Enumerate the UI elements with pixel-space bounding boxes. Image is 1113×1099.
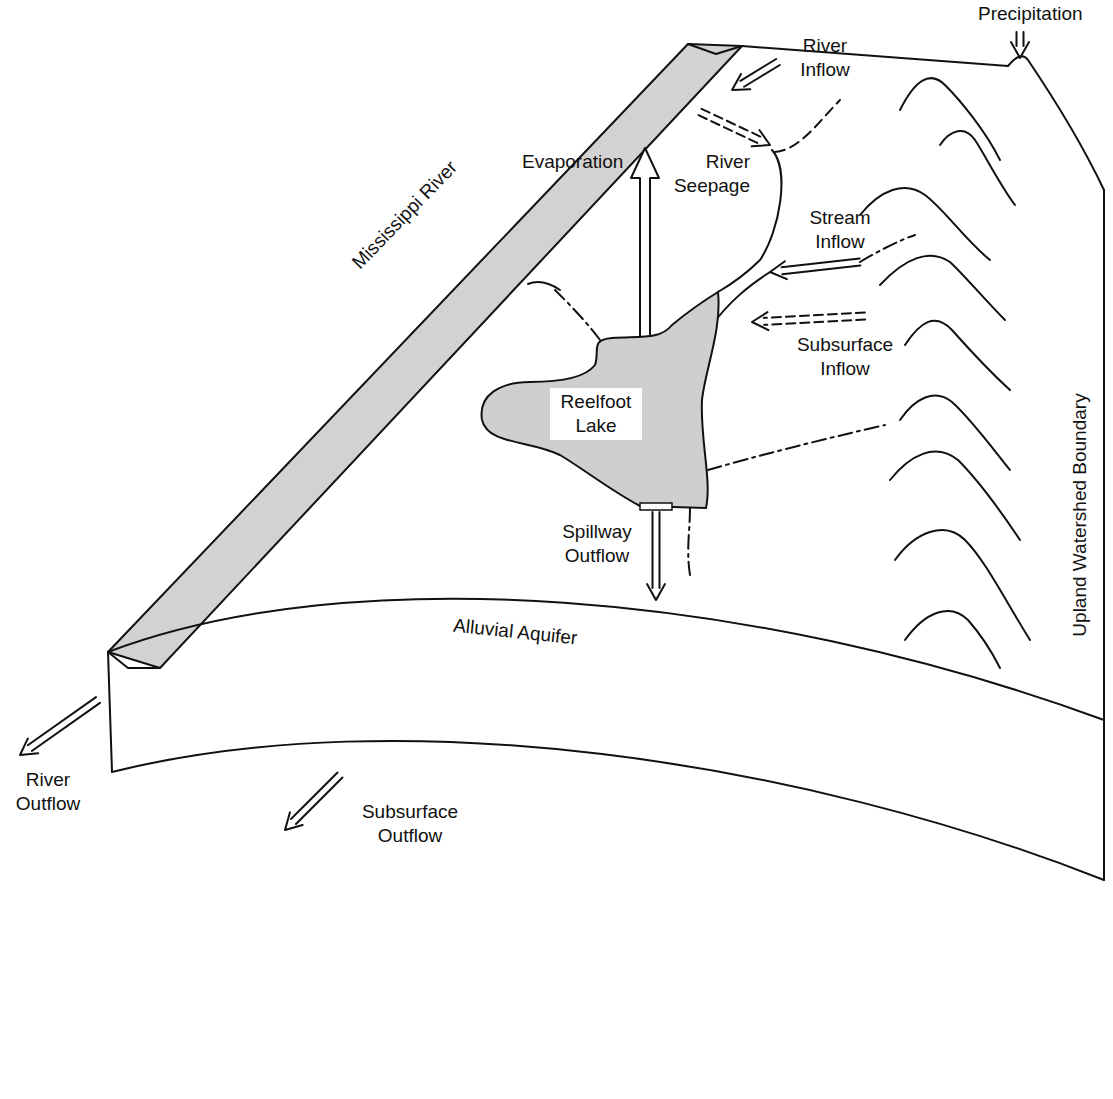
flow-label: Stream Inflow (800, 206, 880, 254)
flow-label: River Outflow (8, 768, 88, 816)
stream-line (860, 235, 915, 262)
flow-arrow-line (764, 313, 865, 318)
river-band (108, 44, 742, 668)
stream-line (555, 290, 600, 340)
stream-line (688, 508, 690, 575)
flow-arrow-line (764, 319, 865, 324)
ridge-line (890, 452, 1020, 540)
block-edge (108, 599, 1104, 720)
river-section (688, 44, 742, 54)
lake-shape: Reelfoot Lake (476, 288, 726, 514)
flow-arrow-line (659, 512, 661, 588)
flow-label: Evaporation (522, 150, 623, 174)
flow-arrow-line (652, 512, 654, 588)
ridge-line (900, 78, 1000, 160)
block-edge (742, 46, 1104, 190)
flow-label: Subsurface Inflow (790, 333, 900, 381)
flow-arrow-head (752, 312, 768, 330)
ridge-line (905, 611, 1000, 668)
river-section (108, 652, 160, 668)
flow-arrow-line (1023, 32, 1025, 46)
flow-label: Subsurface Outflow (355, 800, 465, 848)
lake-water (482, 292, 719, 508)
flow-arrow-line (701, 109, 760, 137)
flow-label: Spillway Outflow (552, 520, 642, 568)
flow-arrow-line (699, 115, 758, 143)
flow-label: River Seepage (652, 150, 750, 198)
block-edge (112, 741, 1104, 880)
block-edge (1103, 190, 1105, 880)
stream-line (708, 425, 885, 470)
ridge-line (940, 131, 1015, 205)
flow-arrow-line (32, 703, 100, 751)
flow-label: Precipitation (978, 2, 1083, 26)
stream-line (528, 282, 560, 290)
ridge-line (895, 530, 1030, 640)
flow-arrow-head (732, 74, 750, 90)
flow-label: Alluvial Aquifer (452, 614, 578, 651)
boundary-line (775, 100, 840, 152)
flow-arrow-line (782, 259, 860, 268)
flow-arrow-head (285, 812, 303, 830)
spillway (640, 503, 672, 510)
flow-arrow-line (1016, 32, 1018, 46)
flow-arrow-head (647, 584, 665, 600)
flow-arrow-line (740, 59, 776, 81)
flow-label: Upland Watershed Boundary (1068, 393, 1092, 636)
lake-name: Reelfoot Lake (550, 388, 642, 440)
ridge-line (905, 321, 1010, 390)
flow-arrow-head (752, 130, 770, 146)
ridge-line (880, 256, 1005, 320)
block-edge (108, 652, 112, 772)
flow-label: Mississippi River (347, 156, 463, 274)
flow-arrow-line (291, 773, 338, 820)
flow-arrow-head (1011, 42, 1029, 58)
flow-arrow-line (28, 697, 96, 745)
flow-arrow-head (770, 261, 787, 279)
flow-arrow-head (20, 738, 38, 755)
flow-label: River Inflow (790, 34, 860, 82)
flow-arrow-line (296, 777, 343, 824)
ridge-line (860, 188, 990, 260)
